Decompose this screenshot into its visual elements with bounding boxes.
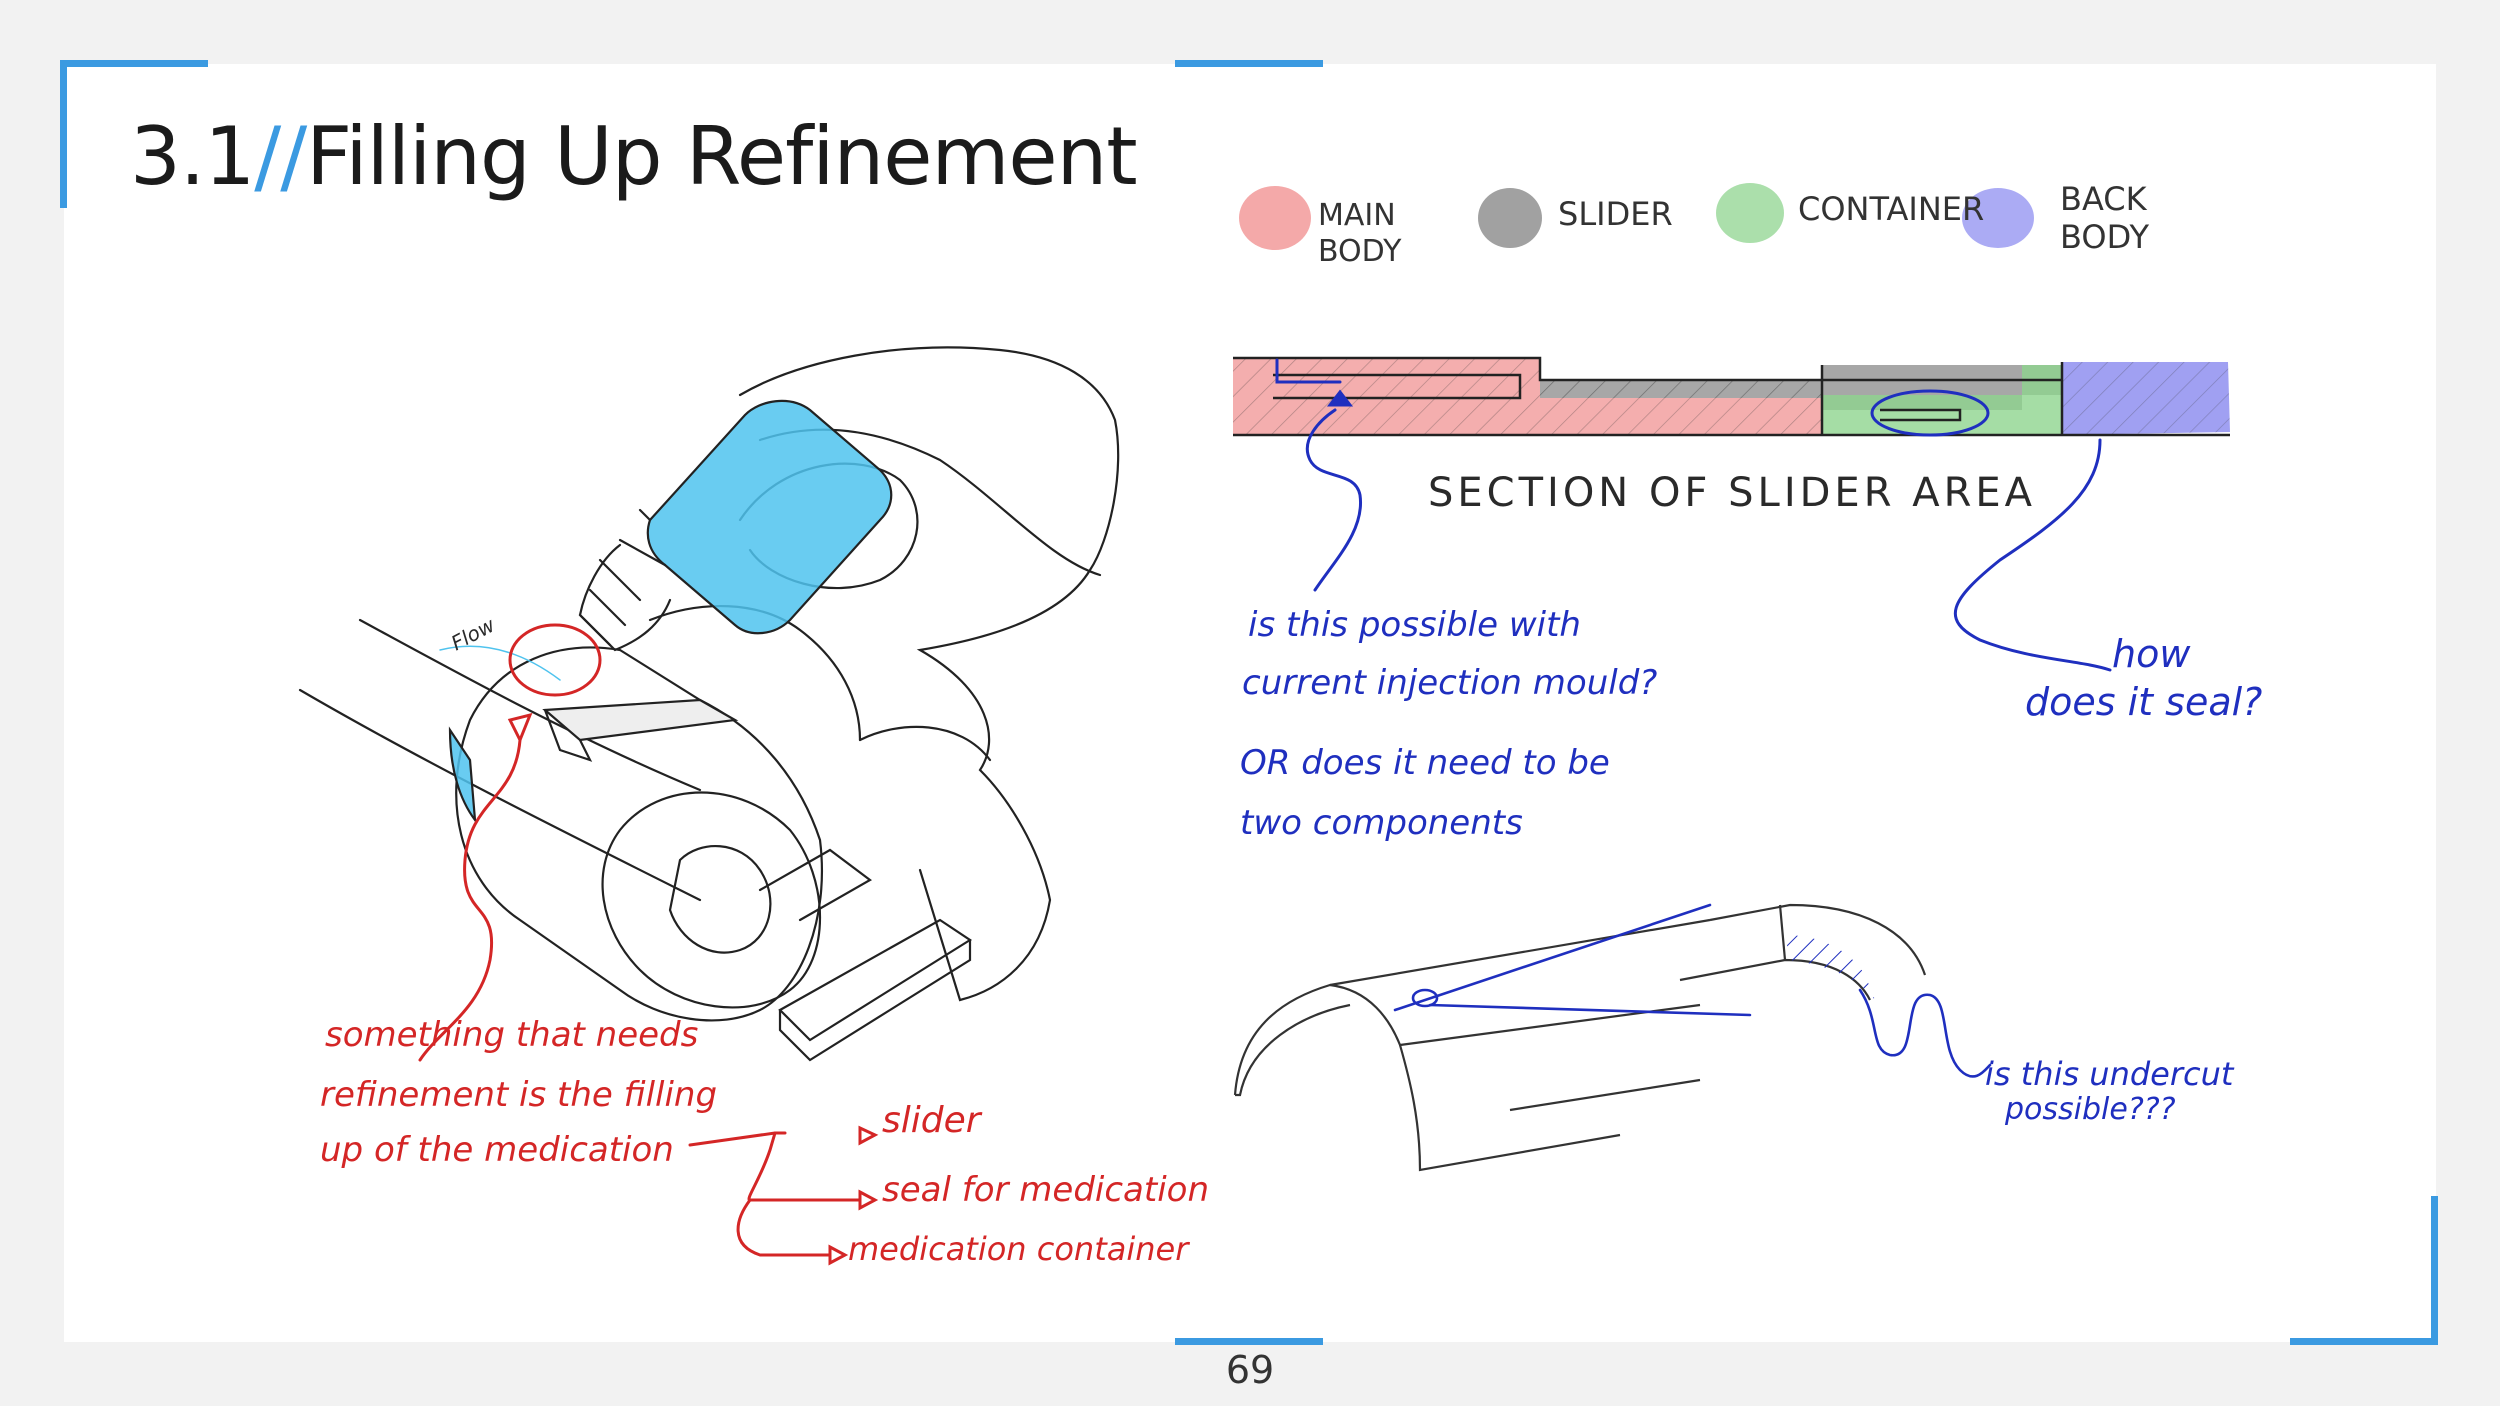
note-q3-line2: possible??? [2005, 1092, 2176, 1127]
note-q3-line1: is this undercut [1985, 1055, 2233, 1093]
page-number: 69 [1175, 1348, 1325, 1392]
